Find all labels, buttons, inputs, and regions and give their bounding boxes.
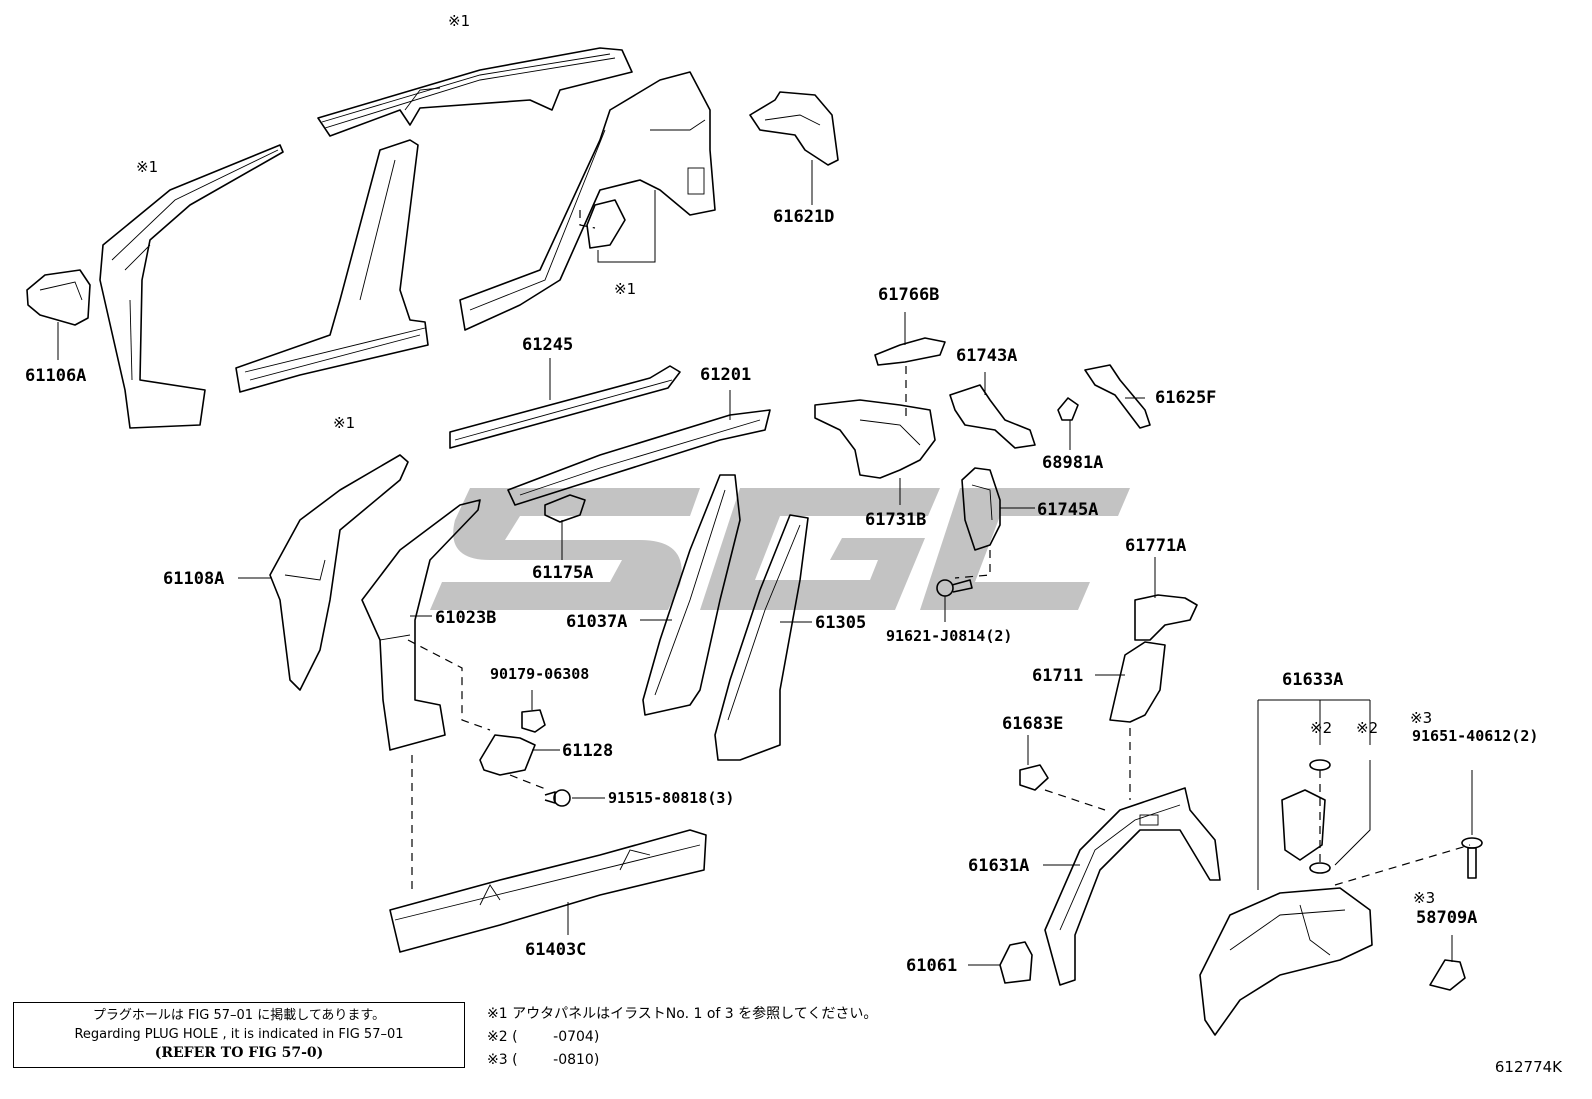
part-68981A	[1057, 397, 1079, 450]
label-61128: 61128	[562, 741, 613, 761]
label-61766B: 61766B	[878, 285, 939, 305]
mark-61633A-a: ※2	[1310, 719, 1332, 737]
mark-roof: ※1	[448, 12, 470, 30]
label-61106A: 61106A	[25, 366, 86, 386]
label-91621: 91621-J0814(2)	[886, 627, 1012, 645]
note-line-en: Regarding PLUG HOLE , it is indicated in…	[74, 1027, 404, 1042]
label-90179: 90179-06308	[490, 665, 589, 683]
part-61683E	[1019, 735, 1106, 811]
footnote-1: ※1 アウタパネルはイラストNo. 1 of 3 を参照してください。	[487, 1006, 878, 1022]
part-61711	[1095, 641, 1166, 800]
label-61743A: 61743A	[956, 346, 1017, 366]
label-61683E: 61683E	[1002, 714, 1063, 734]
mark-center-pillar: ※1	[333, 414, 355, 432]
label-58709A: 58709A	[1416, 908, 1477, 928]
label-61201: 61201	[700, 365, 751, 385]
label-91651: 91651-40612(2)	[1412, 727, 1538, 745]
label-61175A: 61175A	[532, 563, 593, 583]
part-61305	[714, 514, 812, 761]
part-61108A	[238, 454, 409, 691]
label-61631A: 61631A	[968, 856, 1029, 876]
part-61743A	[949, 372, 1036, 449]
part-91621-bolt	[936, 579, 973, 622]
part-quarter-outer	[459, 71, 716, 331]
footnotes: ※1 アウタパネルはイラストNo. 1 of 3 を参照してください。 ※2 (…	[487, 1003, 877, 1072]
label-61403C: 61403C	[525, 940, 586, 960]
label-61305: 61305	[815, 613, 866, 633]
footnote-3: ※3 ( -0810)	[487, 1052, 600, 1068]
label-61711: 61711	[1032, 666, 1083, 686]
part-61631A	[1043, 787, 1221, 986]
mark-91651: ※3	[1410, 709, 1432, 727]
part-roof-rail	[317, 47, 633, 137]
label-61245: 61245	[522, 335, 573, 355]
part-91651-bolt	[1461, 770, 1483, 879]
label-61771A: 61771A	[1125, 536, 1186, 556]
footnote-2: ※2 ( -0704)	[487, 1029, 600, 1045]
part-61766B	[874, 312, 946, 420]
label-61625F: 61625F	[1155, 388, 1216, 408]
label-91515: 91515-80818(3)	[608, 789, 734, 807]
plug-hole-note: プラグホールは FIG 57–01 に掲載してあります。 Regarding P…	[13, 1002, 465, 1068]
part-61621D	[749, 91, 839, 205]
label-61731B: 61731B	[865, 510, 926, 530]
part-90179-nut	[521, 690, 546, 733]
part-61731B	[814, 399, 936, 505]
label-61621D: 61621D	[773, 207, 834, 227]
label-61108A: 61108A	[163, 569, 224, 589]
part-center-pillar-outer	[235, 139, 429, 393]
label-61061: 61061	[906, 956, 957, 976]
label-61633A: 61633A	[1282, 670, 1343, 690]
part-61175A	[544, 494, 586, 560]
callout-labels: ※1 ※1 ※1 ※1 61621D 61106A 61766B 61743A …	[25, 12, 1538, 976]
label-61037A: 61037A	[566, 612, 627, 632]
part-61625F	[1084, 364, 1151, 429]
part-61201	[507, 390, 771, 506]
part-61771A	[1134, 557, 1198, 641]
part-61061	[968, 941, 1033, 984]
label-61745A: 61745A	[1037, 500, 1098, 520]
label-68981A: 68981A	[1042, 453, 1103, 473]
part-front-pillar-outer	[99, 144, 284, 429]
note-refer: (REFER TO FIG 57-0)	[154, 1045, 324, 1061]
part-61745A	[954, 467, 1035, 579]
part-91515-bolt	[509, 774, 605, 807]
part-61106A	[26, 269, 91, 360]
part-61403C	[389, 829, 707, 953]
mark-bracket: ※1	[614, 280, 636, 298]
mark-front-pillar: ※1	[136, 158, 158, 176]
part-61023B	[361, 499, 491, 895]
watermark-logo	[430, 488, 1130, 610]
note-line-jp: プラグホールは FIG 57–01 に掲載してあります。	[92, 1008, 386, 1023]
mark-61633A-b: ※2	[1356, 719, 1378, 737]
label-61023B: 61023B	[435, 608, 496, 628]
part-61037A	[640, 474, 741, 716]
mark-58709A: ※3	[1413, 889, 1435, 907]
part-58709A	[1429, 935, 1466, 991]
part-small-bracket	[579, 190, 656, 263]
illustration-number: 612774K	[1494, 1058, 1562, 1076]
part-61245	[449, 358, 681, 449]
part-61128	[479, 734, 560, 776]
part-61633A	[1199, 699, 1471, 1036]
